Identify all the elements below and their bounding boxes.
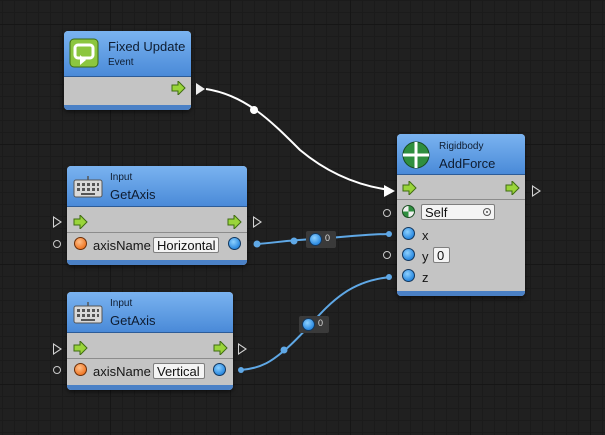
flow-out-port[interactable] xyxy=(532,185,541,197)
data-in-port[interactable] xyxy=(53,240,61,248)
green-arrow-icon[interactable] xyxy=(505,181,520,195)
data-wire-knot[interactable] xyxy=(280,346,288,354)
data-wire-knot[interactable] xyxy=(386,231,392,237)
data-in-port[interactable] xyxy=(383,209,391,217)
x-input-port[interactable] xyxy=(402,227,415,240)
flow-out-port[interactable] xyxy=(196,83,205,95)
get-axis-vertical-node[interactable]: Input GetAxis axisName Vertical xyxy=(67,292,233,390)
flow-wire-update-to-addforce[interactable] xyxy=(205,88,391,191)
rigidbody-addforce-node[interactable]: Rigidbody AddForce Self x y 0 z xyxy=(397,134,525,296)
green-arrow-icon[interactable] xyxy=(73,215,88,229)
node-subtitle: Event xyxy=(108,57,134,68)
axis-name-input-port[interactable] xyxy=(74,237,87,250)
axis-name-field[interactable]: Vertical xyxy=(153,363,205,379)
node-category: Input xyxy=(110,298,133,309)
row-divider xyxy=(67,232,247,233)
y-input-port[interactable] xyxy=(402,248,415,261)
result-output-port[interactable] xyxy=(228,237,241,250)
relay-port[interactable] xyxy=(302,318,315,331)
result-output-port[interactable] xyxy=(213,363,226,376)
green-arrow-icon[interactable] xyxy=(171,81,186,95)
flow-wire-arrowhead xyxy=(384,185,395,197)
green-arrow-icon[interactable] xyxy=(227,215,242,229)
node-title: AddForce xyxy=(439,156,496,171)
node-header[interactable]: Input GetAxis xyxy=(67,166,247,207)
relay-value: 0 xyxy=(325,233,331,243)
node-title: GetAxis xyxy=(110,313,156,328)
flow-wire-knot[interactable] xyxy=(250,106,258,114)
node-category: Input xyxy=(110,172,133,183)
green-arrow-icon[interactable] xyxy=(73,341,88,355)
data-wire-knot[interactable] xyxy=(253,240,261,248)
data-wire-vertical-to-z[interactable] xyxy=(240,276,392,371)
node-title: Fixed Update xyxy=(108,39,186,54)
data-wire-knot[interactable] xyxy=(386,274,392,280)
node-title: GetAxis xyxy=(110,187,156,202)
flow-in-port[interactable] xyxy=(53,216,62,228)
param-label: axisName xyxy=(93,364,151,379)
object-picker-icon[interactable] xyxy=(483,208,491,216)
keyboard-icon xyxy=(73,172,103,202)
z-input-port[interactable] xyxy=(402,269,415,282)
data-in-port[interactable] xyxy=(53,366,61,374)
y-label: y xyxy=(422,249,429,264)
relay-value: 0 xyxy=(318,318,324,328)
relay-port[interactable] xyxy=(309,233,322,246)
get-axis-horizontal-node[interactable]: Input GetAxis axisName Horizontal xyxy=(67,166,247,265)
data-wire-knot[interactable] xyxy=(238,367,244,373)
axis-name-field[interactable]: Horizontal xyxy=(153,237,219,253)
relay-node-horizontal[interactable]: 0 xyxy=(306,231,336,248)
node-header[interactable]: Input GetAxis xyxy=(67,292,233,333)
row-divider xyxy=(397,199,525,200)
flow-in-port[interactable] xyxy=(53,343,62,355)
green-arrow-icon[interactable] xyxy=(402,181,417,195)
rigidbody-icon xyxy=(401,140,431,170)
node-header[interactable]: Rigidbody AddForce xyxy=(397,134,525,175)
keyboard-icon xyxy=(73,298,103,328)
data-wire-knot[interactable] xyxy=(290,237,298,245)
green-arrow-icon[interactable] xyxy=(213,341,228,355)
y-value-field[interactable]: 0 xyxy=(433,247,450,263)
data-in-port[interactable] xyxy=(383,251,391,259)
param-label: axisName xyxy=(93,238,151,253)
flow-out-port[interactable] xyxy=(238,343,247,355)
relay-node-vertical[interactable]: 0 xyxy=(299,316,329,333)
target-input-port[interactable] xyxy=(402,205,415,218)
node-header[interactable]: Fixed Update Event xyxy=(64,31,191,77)
target-value: Self xyxy=(425,205,448,220)
flow-out-port[interactable] xyxy=(253,216,262,228)
fixed-update-node[interactable]: Fixed Update Event xyxy=(64,31,191,110)
x-label: x xyxy=(422,228,429,243)
axis-name-input-port[interactable] xyxy=(74,363,87,376)
loop-arrow-icon xyxy=(69,38,99,68)
z-label: z xyxy=(422,270,429,285)
node-category: Rigidbody xyxy=(439,141,484,152)
row-divider xyxy=(67,358,233,359)
target-field[interactable]: Self xyxy=(421,204,495,220)
